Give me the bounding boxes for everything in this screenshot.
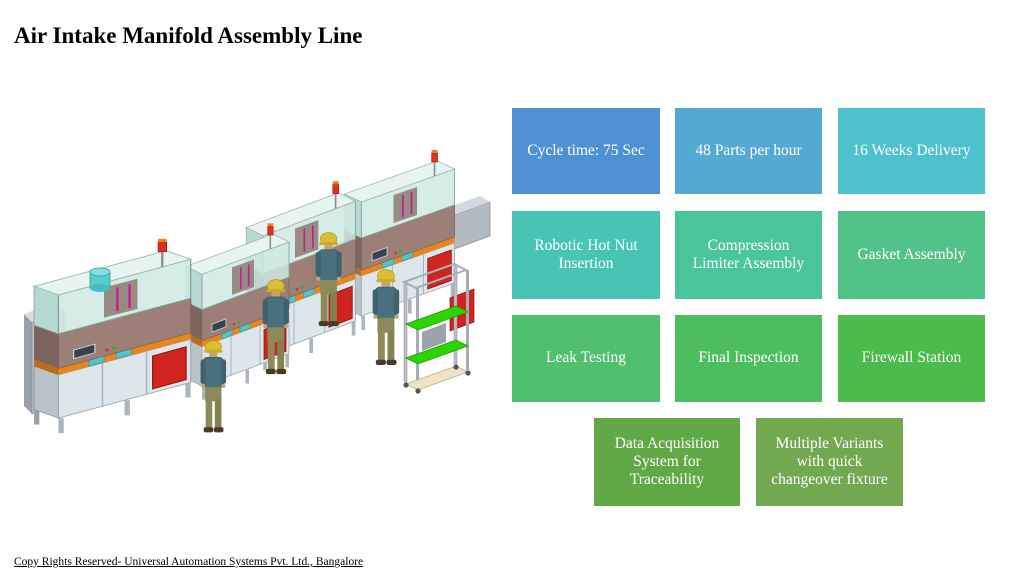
copyright-note: Copy Rights Reserved- Universal Automati…: [14, 556, 364, 568]
tile-data-acquisition: Data Acquisition System for Traceability: [594, 418, 740, 506]
tile-weeks-delivery: 16 Weeks Delivery: [838, 108, 985, 194]
parts-trolley: [401, 262, 475, 394]
tile-compression-limiter: Compression Limiter Assembly: [675, 211, 822, 299]
tile-final-inspection: Final Inspection: [675, 315, 822, 402]
tile-multiple-variants: Multiple Variants with quick changeover …: [756, 418, 903, 506]
machine-station-1: [24, 238, 192, 434]
tile-gasket-assembly: Gasket Assembly: [838, 211, 985, 299]
machine-station-4: [343, 149, 456, 331]
tile-parts-per-hour: 48 Parts per hour: [675, 108, 822, 194]
tile-robotic-hot-nut: Robotic Hot Nut Insertion: [512, 211, 660, 299]
tile-cycle-time: Cycle time: 75 Sec: [512, 108, 660, 194]
tile-firewall-station: Firewall Station: [838, 315, 985, 402]
page-title: Air Intake Manifold Assembly Line: [14, 23, 363, 49]
tile-leak-testing: Leak Testing: [512, 315, 660, 402]
assembly-line-illustration: [24, 149, 491, 434]
